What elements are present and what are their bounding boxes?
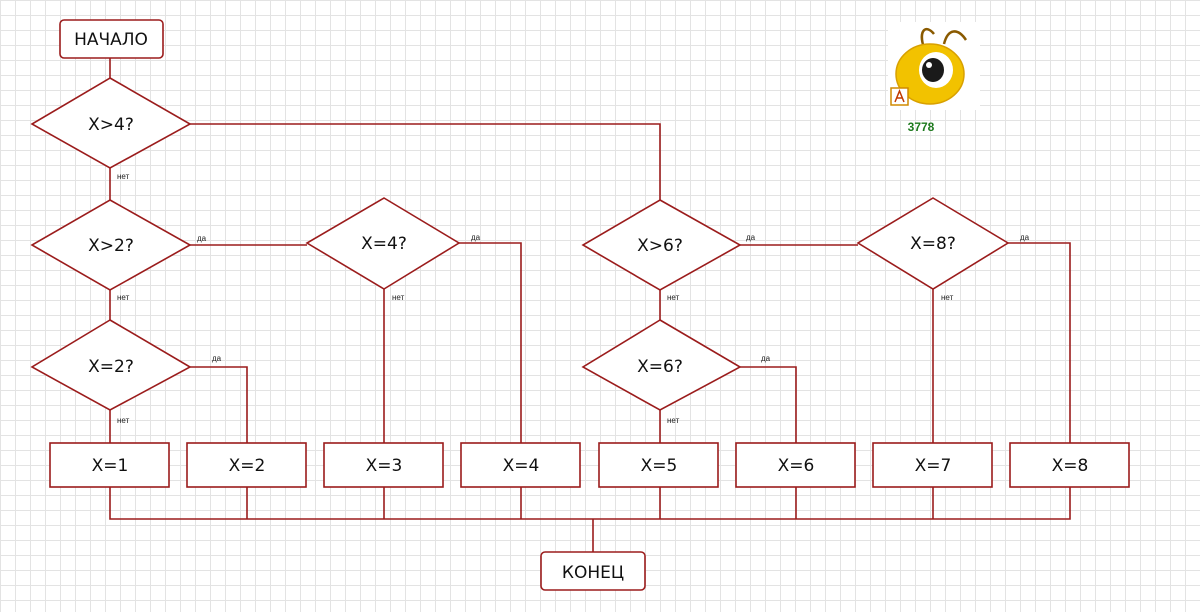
- edge-label-no: нет: [117, 293, 130, 302]
- decision-x-eq-2: X=2?: [30, 319, 192, 411]
- result-label: X=4: [503, 456, 540, 476]
- result-label: X=7: [915, 456, 952, 476]
- result-x-6: X=6: [735, 442, 856, 488]
- decision-x-gt-2: X>2?: [30, 199, 192, 291]
- result-label: X=1: [92, 456, 129, 476]
- result-label: X=2: [229, 456, 266, 476]
- decision-label: X=6?: [637, 357, 683, 377]
- connector-result-bus: [109, 487, 1071, 520]
- result-x-7: X=7: [872, 442, 993, 488]
- edge-label-yes: да: [471, 233, 481, 242]
- edge-label-no: нет: [117, 172, 130, 181]
- decision-x-eq-8: X=8?: [856, 197, 1010, 290]
- end-node: КОНЕЦ: [540, 551, 646, 591]
- decision-x-eq-4: X=4?: [305, 197, 461, 290]
- decision-x-gt-6: X>6?: [581, 199, 742, 291]
- result-label: X=5: [641, 456, 678, 476]
- result-x-8: X=8: [1009, 442, 1130, 488]
- connector-d1-yes: [190, 123, 661, 200]
- edge-label-yes: да: [212, 354, 222, 363]
- decision-x-gt-4: X>4?: [30, 77, 192, 169]
- result-x-2: X=2: [186, 442, 307, 488]
- ant-mascot-icon: [888, 22, 980, 110]
- result-label: X=6: [778, 456, 815, 476]
- edge-label-yes: да: [761, 354, 771, 363]
- edge-label-no: нет: [392, 293, 405, 302]
- edge-label-yes: да: [197, 234, 207, 243]
- result-label: X=3: [366, 456, 403, 476]
- decision-label: X=4?: [361, 234, 407, 254]
- decision-label: X>6?: [637, 236, 683, 256]
- edge-label-yes: да: [1020, 233, 1030, 242]
- result-label: X=8: [1052, 456, 1089, 476]
- connector-d6-yes: [740, 366, 797, 443]
- edge-label-no: нет: [667, 293, 680, 302]
- edge-labels: нет да нет да нет да нет да нет да нет д…: [117, 172, 1030, 425]
- result-x-5: X=5: [598, 442, 719, 488]
- connectors: [109, 58, 1071, 552]
- result-x-1: X=1: [49, 442, 170, 488]
- edge-label-yes: да: [746, 233, 756, 242]
- connector-d3-yes: [190, 366, 248, 443]
- connector-d7-yes: [1008, 242, 1071, 443]
- edge-label-no: нет: [117, 416, 130, 425]
- decision-label: X>4?: [88, 115, 134, 135]
- logo-count: 3778: [908, 120, 935, 134]
- end-label: КОНЕЦ: [562, 563, 624, 583]
- logo: 3778: [888, 22, 980, 134]
- connector-d4-yes: [459, 242, 522, 443]
- decision-label: X=2?: [88, 357, 134, 377]
- edge-label-no: нет: [941, 293, 954, 302]
- start-label: НАЧАЛО: [74, 30, 148, 50]
- edge-label-no: нет: [667, 416, 680, 425]
- result-x-3: X=3: [323, 442, 444, 488]
- result-x-4: X=4: [460, 442, 581, 488]
- start-node: НАЧАЛО: [59, 19, 164, 59]
- decision-label: X=8?: [910, 234, 956, 254]
- decision-label: X>2?: [88, 236, 134, 256]
- decision-x-eq-6: X=6?: [581, 319, 742, 411]
